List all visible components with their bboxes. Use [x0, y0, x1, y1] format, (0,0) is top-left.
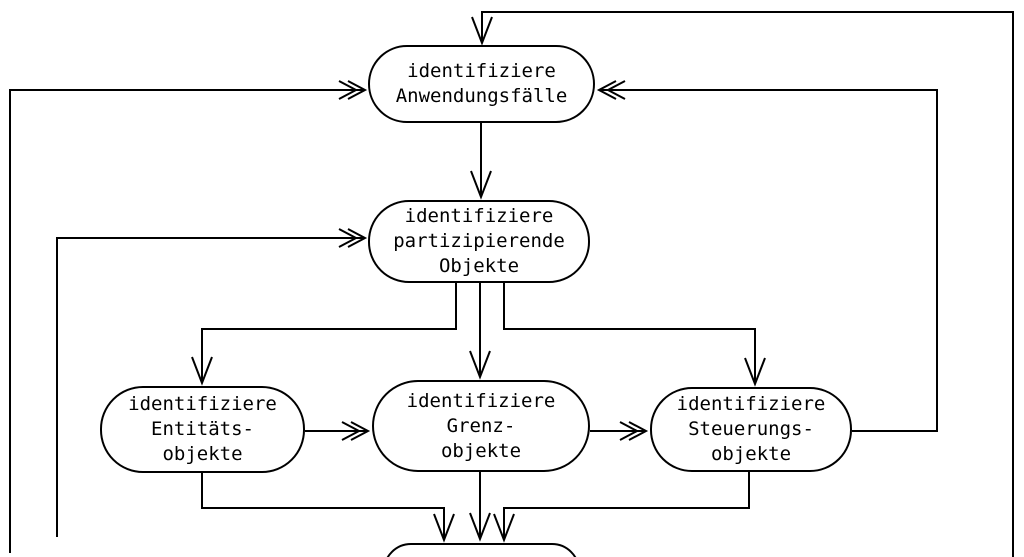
node-grenz: identifiziere Grenz- objekte	[372, 380, 590, 472]
edge-entitaets-to-bottom	[201, 473, 455, 543]
node-label-line: Grenz-	[446, 414, 516, 437]
node-anwendungsfaelle: identifiziere Anwendungsfälle	[368, 45, 595, 123]
edge-steuerungs-to-anwendungsfaelle	[596, 80, 938, 432]
node-label-line: objekte	[710, 443, 792, 465]
node-label-line: identifiziere	[128, 393, 277, 415]
node-label-line: partizipierende	[393, 230, 565, 252]
edge-steuerungs-to-bottom	[493, 472, 750, 543]
edge-partizipierende-to-steuerungs	[503, 283, 766, 387]
node-entitaets: identifiziere Entitäts- objekte	[100, 386, 305, 473]
node-label-line: identifiziere	[676, 393, 826, 415]
node-label-line: identifiziere	[407, 60, 556, 82]
edge-loop-to-anwendungsfaelle-top	[471, 11, 1014, 557]
node-partizipierende: identifiziere partizipierende Objekte	[368, 200, 590, 283]
node-label-line: objekte	[162, 443, 243, 465]
node-label-line: Objekte	[438, 255, 520, 277]
node-label-line: Steuerungs-	[688, 418, 814, 440]
edge-loop-to-partizipierende-left	[56, 228, 368, 537]
node-label-line: objekte	[440, 439, 522, 462]
node-bottom-partial	[383, 543, 580, 557]
node-label-line: Anwendungsfälle	[395, 85, 568, 107]
node-steuerungs: identifiziere Steuerungs- objekte	[650, 387, 852, 472]
edge-partizipierende-to-entitaets	[191, 283, 457, 386]
node-label-line: identifiziere	[404, 205, 554, 227]
node-label-line: identifiziere	[406, 389, 556, 412]
node-label-line: Entitäts-	[151, 418, 254, 440]
edge-loop-to-anwendungsfaelle-left	[9, 80, 368, 553]
